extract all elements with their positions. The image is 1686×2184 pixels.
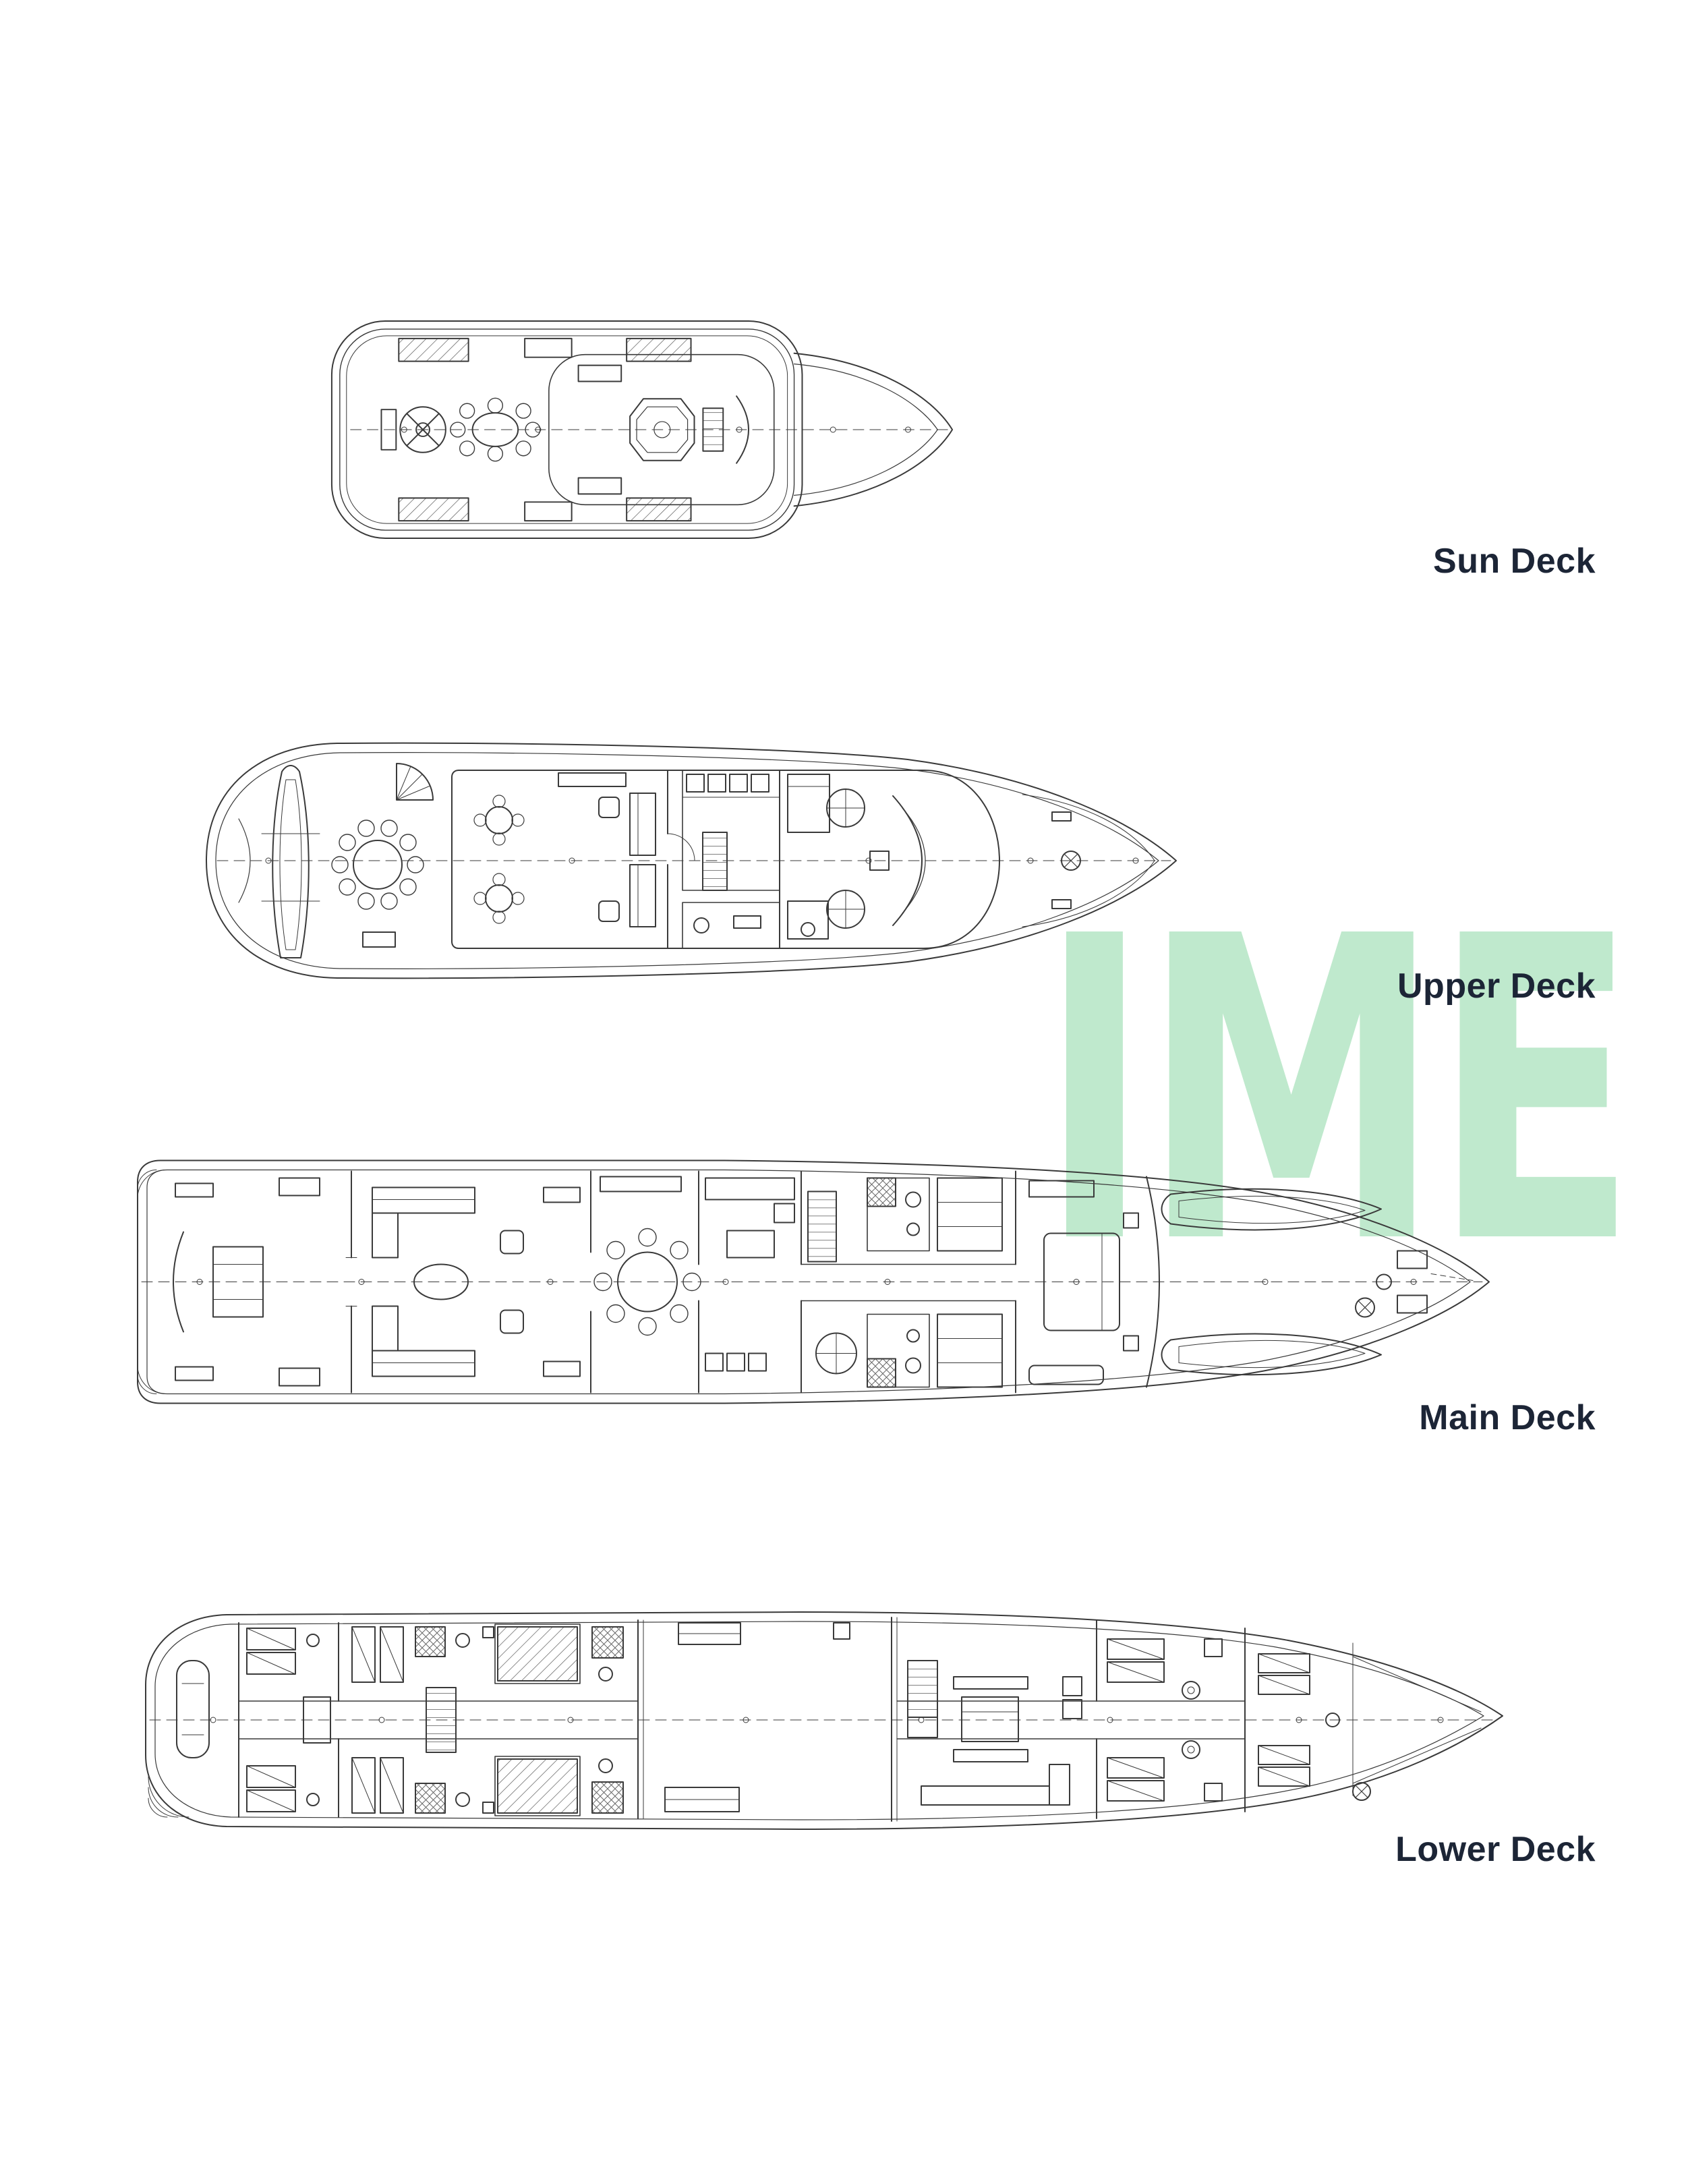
- main-deck-drawing: [137, 1159, 1490, 1404]
- lower-deck-drawing: [145, 1611, 1503, 1830]
- upper-deck-hull: [206, 742, 1177, 979]
- sun-deck-label: Sun Deck: [1433, 542, 1596, 581]
- upper-deck-label: Upper Deck: [1397, 967, 1596, 1006]
- main-deck-label: Main Deck: [1419, 1398, 1596, 1437]
- sun-deck-drawing: [330, 320, 954, 539]
- lower-deck-hull: [145, 1611, 1503, 1830]
- lower-deck-label: Lower Deck: [1395, 1830, 1596, 1869]
- sun-deck-hull: [330, 320, 954, 539]
- upper-deck-drawing: [206, 742, 1177, 979]
- main-deck-hull: [137, 1159, 1490, 1404]
- watermark-logo: IME: [1039, 849, 1637, 1335]
